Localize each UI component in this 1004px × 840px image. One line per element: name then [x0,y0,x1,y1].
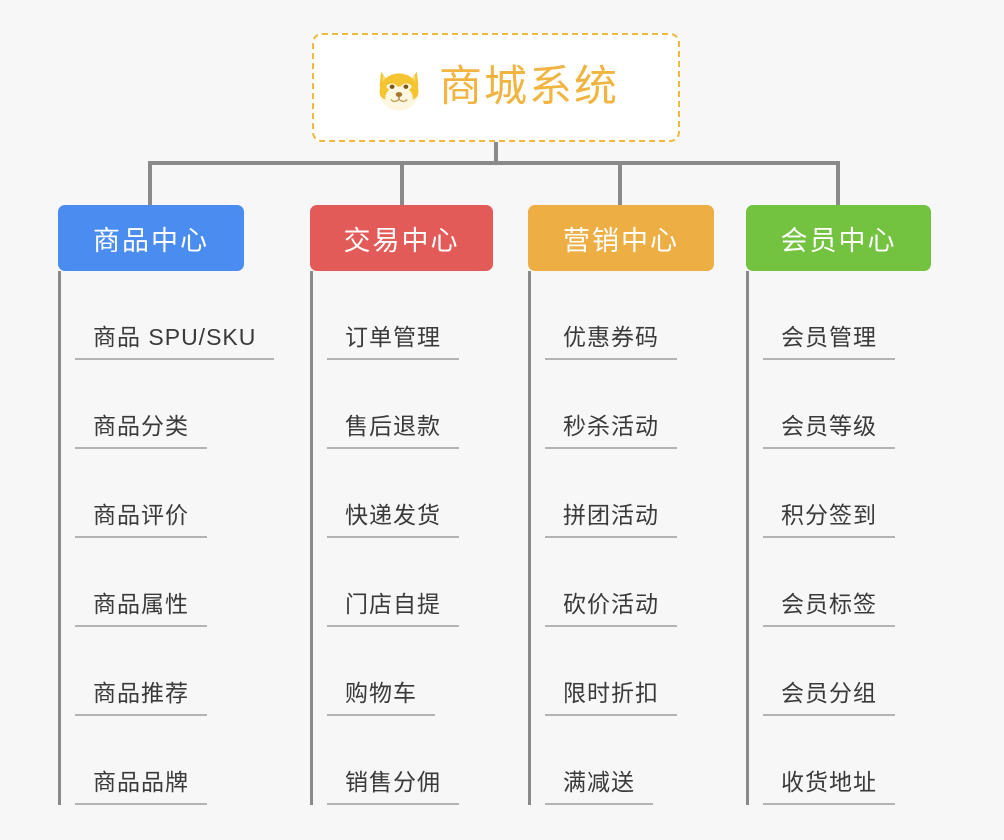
branch-column-4: 会员中心会员管理会员等级积分签到会员标签会员分组收货地址 [746,205,931,805]
leaf-list-3: 优惠券码秒杀活动拼团活动砍价活动限时折扣满减送 [528,271,714,805]
leaf-label: 门店自提 [327,585,459,627]
category-label: 营销中心 [563,225,679,256]
connector-drop-4 [836,161,840,207]
category-box-1[interactable]: 商品中心 [58,205,244,271]
leaf-item[interactable]: 收货地址 [763,716,931,805]
leaf-label: 收货地址 [763,763,895,805]
leaf-item[interactable]: 商品 SPU/SKU [75,271,275,360]
leaf-item[interactable]: 销售分佣 [327,716,493,805]
root-title: 商城系统 [439,63,619,111]
leaf-label: 会员分组 [763,674,895,716]
leaf-item[interactable]: 售后退款 [327,360,493,449]
leaf-item[interactable]: 商品推荐 [75,627,244,716]
leaf-item[interactable]: 门店自提 [327,538,493,627]
leaf-list-4: 会员管理会员等级积分签到会员标签会员分组收货地址 [746,271,931,805]
category-box-4[interactable]: 会员中心 [746,205,931,271]
leaf-item[interactable]: 商品属性 [75,538,244,627]
leaf-label: 快递发货 [327,496,459,538]
branch-column-2: 交易中心订单管理售后退款快递发货门店自提购物车销售分佣 [310,205,493,805]
leaf-label: 售后退款 [327,407,459,449]
leaf-label: 秒杀活动 [545,407,677,449]
leaf-item[interactable]: 优惠券码 [545,271,714,360]
leaf-item[interactable]: 会员标签 [763,538,931,627]
leaf-item[interactable]: 限时折扣 [545,627,714,716]
leaf-item[interactable]: 快递发货 [327,449,493,538]
leaf-label: 商品属性 [75,585,207,627]
category-box-3[interactable]: 营销中心 [528,205,714,271]
connector-root-stem [494,142,498,164]
leaf-item[interactable]: 商品分类 [75,360,244,449]
leaf-label: 优惠券码 [545,318,677,360]
leaf-item[interactable]: 购物车 [327,627,493,716]
leaf-item[interactable]: 订单管理 [327,271,493,360]
leaf-item[interactable]: 会员等级 [763,360,931,449]
shiba-dog-face-icon [379,71,419,111]
leaf-label: 限时折扣 [545,674,677,716]
leaf-label: 商品品牌 [75,763,207,805]
connector-drop-2 [400,161,404,207]
leaf-label: 销售分佣 [327,763,459,805]
root-node[interactable]: 商城系统 [312,33,680,142]
leaf-label: 会员管理 [763,318,895,360]
branch-column-3: 营销中心优惠券码秒杀活动拼团活动砍价活动限时折扣满减送 [528,205,714,805]
connector-drop-1 [148,161,152,207]
connector-horizontal-bus [150,161,838,165]
leaf-label: 商品评价 [75,496,207,538]
leaf-label: 积分签到 [763,496,895,538]
leaf-label: 会员等级 [763,407,895,449]
category-label: 商品中心 [93,225,209,256]
leaf-label: 商品推荐 [75,674,207,716]
connector-drop-3 [618,161,622,207]
leaf-label: 满减送 [545,763,653,805]
category-label: 会员中心 [780,225,897,256]
leaf-label: 商品 SPU/SKU [75,318,275,360]
leaf-item[interactable]: 会员分组 [763,627,931,716]
leaf-list-1: 商品 SPU/SKU 商品分类商品评价商品属性商品推荐商品品牌 [58,271,275,805]
leaf-item[interactable]: 积分签到 [763,449,931,538]
leaf-item[interactable]: 满减送 [545,716,714,805]
branch-column-1: 商品中心商品 SPU/SKU 商品分类商品评价商品属性商品推荐商品品牌 [58,205,275,805]
leaf-item[interactable]: 秒杀活动 [545,360,714,449]
leaf-item[interactable]: 商品品牌 [75,716,244,805]
leaf-label: 订单管理 [327,318,459,360]
category-label: 交易中心 [343,225,460,256]
leaf-label: 会员标签 [763,585,895,627]
leaf-item[interactable]: 拼团活动 [545,449,714,538]
leaf-item[interactable]: 会员管理 [763,271,931,360]
leaf-label: 砍价活动 [545,585,677,627]
leaf-label: 拼团活动 [545,496,677,538]
category-box-2[interactable]: 交易中心 [310,205,493,271]
leaf-label: 购物车 [327,674,435,716]
leaf-list-2: 订单管理售后退款快递发货门店自提购物车销售分佣 [310,271,493,805]
leaf-label: 商品分类 [75,407,207,449]
leaf-item[interactable]: 商品评价 [75,449,244,538]
leaf-item[interactable]: 砍价活动 [545,538,714,627]
